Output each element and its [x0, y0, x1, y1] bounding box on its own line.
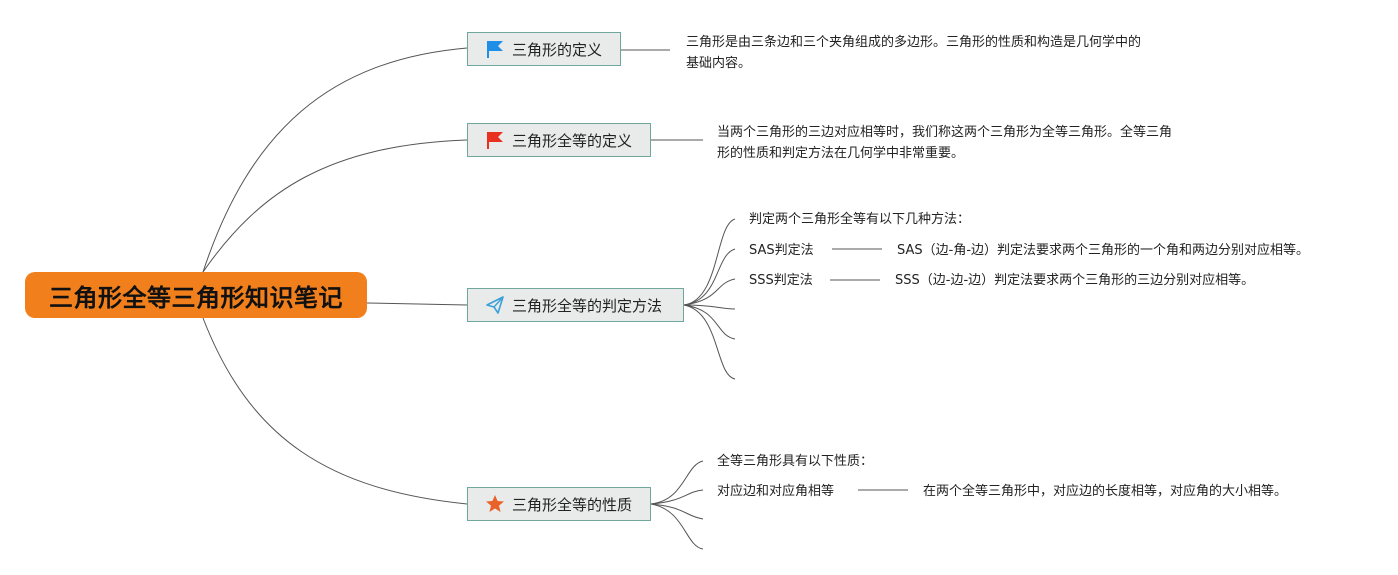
connector-root-properties — [202, 317, 468, 505]
root-title: 三角形全等三角形知识笔记 — [49, 283, 343, 312]
topic-criteria-label: 三角形全等的判定方法 — [512, 296, 663, 315]
property-desc: 在两个全等三角形中，对应边的长度相等，对应角的大小相等。 — [923, 484, 1288, 499]
method-name-sas: SAS判定法 — [749, 243, 814, 258]
definition-note: 三角形是由三条边和三个夹角组成的多边形。三角形的性质和构造是几何学中的 基础内容… — [686, 35, 1142, 71]
paper-plane-icon — [484, 294, 506, 316]
topic-congruence-definition[interactable]: 三角形全等的定义 — [467, 123, 651, 157]
root-topic[interactable]: 三角形全等三角形知识笔记 — [25, 272, 367, 318]
connector-root-definition — [202, 47, 468, 273]
connector-root-congruence-definition — [202, 139, 468, 273]
properties-intro: 全等三角形具有以下性质： — [717, 454, 874, 469]
method-desc-sas: SAS（边-角-边）判定法要求两个三角形的一个角和两边分别对应相等。 — [897, 243, 1310, 258]
topic-criteria[interactable]: 三角形全等的判定方法 — [467, 288, 684, 322]
red-flag-icon — [484, 129, 506, 151]
topic-definition-label: 三角形的定义 — [512, 40, 603, 59]
topic-definition[interactable]: 三角形的定义 — [467, 32, 621, 66]
congruence-definition-note: 当两个三角形的三边对应相等时，我们称这两个三角形为全等三角形。全等三角 形的性质… — [717, 125, 1173, 161]
blue-flag-icon — [484, 38, 506, 60]
topic-properties[interactable]: 三角形全等的性质 — [467, 487, 651, 521]
star-icon — [484, 493, 506, 515]
topic-properties-label: 三角形全等的性质 — [512, 495, 633, 514]
criteria-intro: 判定两个三角形全等有以下几种方法： — [749, 212, 971, 227]
topic-congruence-definition-label: 三角形全等的定义 — [512, 131, 633, 150]
method-name-sss: SSS判定法 — [749, 273, 813, 288]
property-name: 对应边和对应角相等 — [717, 484, 835, 499]
connector-root-criteria — [366, 302, 468, 306]
method-desc-sss: SSS（边-边-边）判定法要求两个三角形的三边分别对应相等。 — [895, 273, 1255, 288]
